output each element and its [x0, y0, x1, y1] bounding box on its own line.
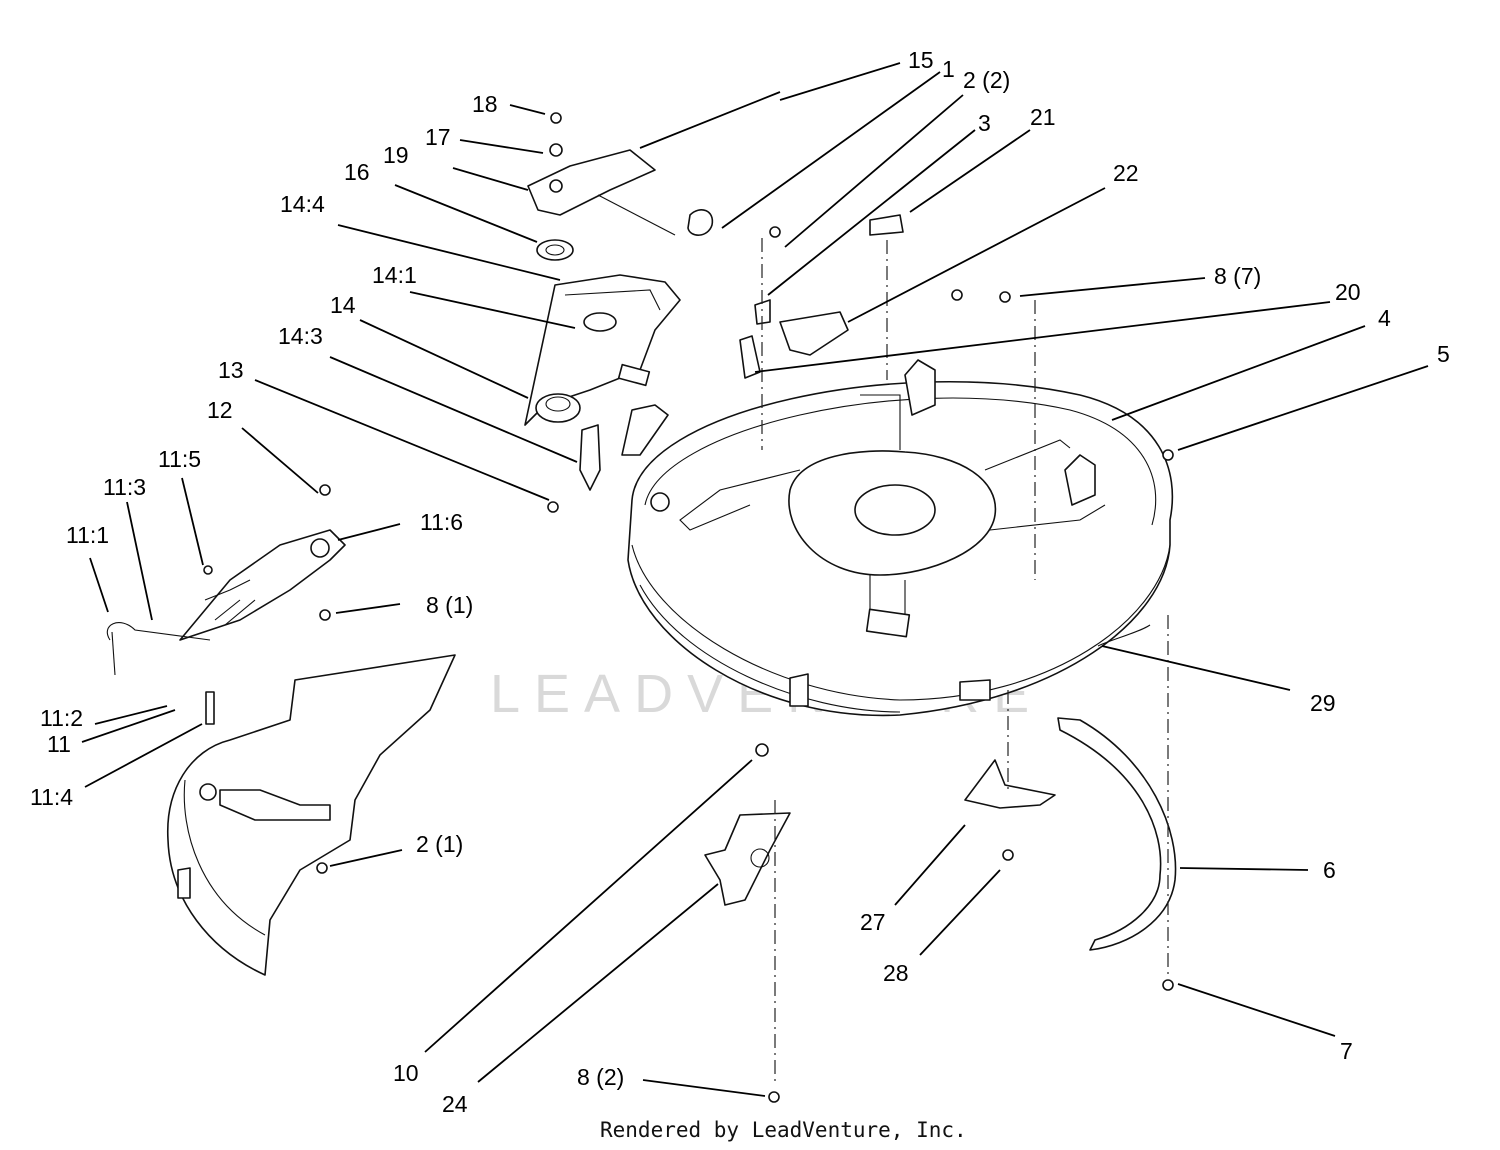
callout-11-5: 11:5 — [158, 446, 201, 472]
lower-shield — [167, 654, 456, 976]
callout-2-2: 2 (2) — [963, 67, 1010, 93]
callout-16: 16 — [344, 159, 370, 185]
callout-5: 5 — [1437, 341, 1450, 367]
trim-strip — [1057, 717, 1177, 951]
callout-20: 20 — [1335, 279, 1361, 305]
callout-11-3: 11:3 — [103, 474, 146, 500]
callout-14-4: 14:4 — [280, 191, 325, 217]
callout-11-6: 11:6 — [420, 509, 463, 535]
callout-11-1: 11:1 — [66, 522, 109, 548]
mower-deck — [627, 359, 1174, 717]
pulley-bracket — [964, 759, 1056, 809]
callout-3: 3 — [978, 110, 991, 136]
callout-13: 13 — [218, 357, 244, 383]
discharge-chute — [107, 484, 346, 725]
callout-29: 29 — [1310, 690, 1336, 716]
callout-11-4: 11:4 — [30, 784, 73, 810]
callout-19: 19 — [383, 142, 409, 168]
callout-6: 6 — [1323, 857, 1336, 883]
callout-27: 27 — [860, 909, 886, 935]
callout-14-1: 14:1 — [372, 262, 417, 288]
callout-12: 12 — [207, 397, 233, 423]
callout-8-1: 8 (1) — [426, 592, 473, 618]
callout-7: 7 — [1340, 1038, 1353, 1064]
callout-1: 1 — [942, 56, 955, 82]
callout-8-2: 8 (2) — [577, 1064, 624, 1090]
callout-17: 17 — [425, 124, 451, 150]
callout-11-2: 11:2 — [40, 705, 83, 731]
callout-22: 22 — [1113, 160, 1139, 186]
footer-credit: Rendered by LeadVenture, Inc. — [600, 1118, 967, 1142]
callout-4: 4 — [1378, 305, 1391, 331]
spindle-housing — [524, 274, 681, 491]
callout-2-1: 2 (1) — [416, 831, 463, 857]
belt-cover — [1097, 624, 1151, 647]
callout-28: 28 — [883, 960, 909, 986]
callout-18: 18 — [472, 91, 498, 117]
callout-11: 11 — [47, 731, 71, 757]
callout-14-3: 14:3 — [278, 323, 323, 349]
idler-arm — [527, 91, 781, 261]
callout-8-7: 8 (7) — [1214, 263, 1261, 289]
callout-24: 24 — [442, 1091, 468, 1117]
callouts: 15 1 2 (2) 3 21 22 8 (7) 20 4 5 18 17 19… — [30, 47, 1450, 1117]
decal — [869, 214, 904, 236]
leader-lines — [81, 62, 1429, 1097]
assembly-lines — [761, 238, 1169, 1085]
fasteners — [316, 226, 1174, 1103]
callout-21: 21 — [1030, 104, 1056, 130]
callout-15: 15 — [908, 47, 934, 73]
baffle — [704, 812, 791, 906]
callout-10: 10 — [393, 1060, 419, 1086]
callout-14: 14 — [330, 292, 356, 318]
baffle-hole — [750, 848, 770, 868]
plate — [779, 311, 849, 356]
